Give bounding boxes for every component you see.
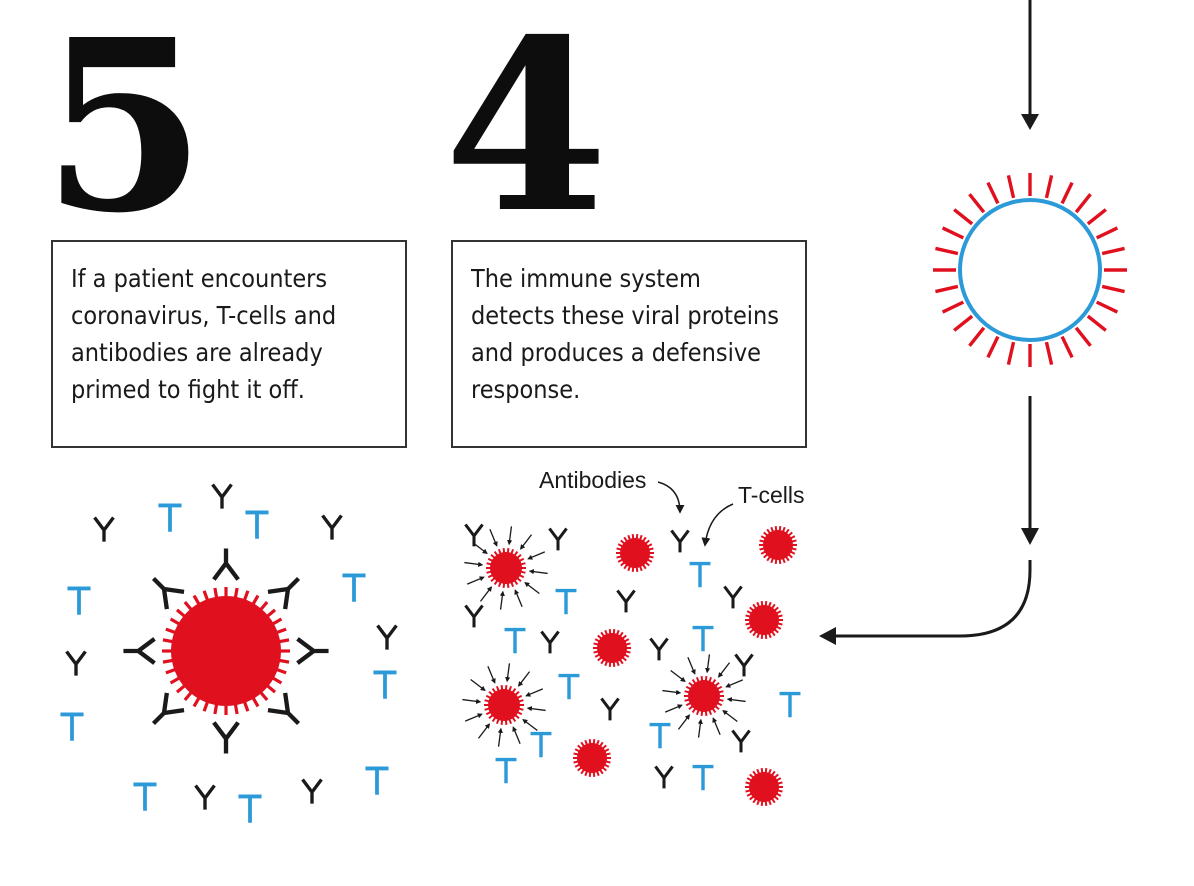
tcell-icon: [60, 714, 83, 740]
antibody-icon: [196, 786, 215, 810]
tcell-icon: [245, 512, 268, 538]
antibodies-pointer: [658, 482, 680, 512]
tcell-icon: [690, 564, 711, 588]
antibody-icon: [213, 485, 232, 509]
spike-protein: [954, 316, 972, 330]
antibody-icon: [650, 639, 667, 661]
virus-icon: [759, 526, 797, 564]
spike-protein: [1076, 328, 1090, 346]
antibodies-label: Antibodies: [539, 467, 646, 493]
antibody-icon: [214, 548, 238, 579]
virus-icon: [486, 548, 526, 588]
spike-protein: [1097, 228, 1118, 238]
virus-neutralized: [123, 548, 328, 753]
tcell-icon: [650, 725, 671, 749]
virus-icon: [484, 685, 524, 725]
spike-protein: [988, 183, 998, 204]
antibody-icon: [541, 632, 558, 654]
spike-protein: [943, 302, 964, 312]
spike-protein: [1097, 302, 1118, 312]
spike-protein: [1008, 175, 1013, 197]
antibody-icon: [214, 723, 238, 754]
tcell-icon: [559, 676, 580, 700]
tcells-pointer: [705, 504, 733, 545]
flow-arrow-curve: [832, 560, 1030, 636]
spike-protein: [970, 194, 984, 212]
tcell-icon: [693, 628, 714, 652]
antibody-icon: [145, 570, 184, 609]
antibody-icon: [671, 531, 688, 553]
spike-protein: [1062, 337, 1072, 358]
antibody-icon: [298, 639, 329, 663]
step-4-immune-response: [462, 525, 800, 806]
antibody-icon: [465, 525, 482, 547]
spike-protein: [1102, 286, 1124, 291]
tcell-icon: [373, 672, 396, 698]
antibody-icon: [655, 767, 672, 789]
spike-protein: [935, 286, 957, 291]
tcell-icon: [238, 796, 261, 822]
antibody-icon: [732, 731, 749, 753]
spike-protein: [1046, 342, 1051, 364]
antibody-icon: [268, 693, 307, 732]
antibody-icon: [323, 516, 342, 540]
antibody-icon: [95, 518, 114, 542]
spike-protein: [1062, 183, 1072, 204]
tcell-icon: [556, 591, 577, 615]
antibody-icon: [145, 693, 184, 732]
antibody-icon: [735, 655, 752, 677]
antibody-icon: [378, 626, 397, 650]
spike-protein: [1088, 210, 1106, 224]
spike-protein: [1102, 248, 1124, 253]
antibody-icon: [268, 570, 307, 609]
virus-body: [171, 596, 281, 706]
tcell-icon: [496, 760, 517, 784]
spike-protein: [954, 210, 972, 224]
antibody-icon: [67, 652, 86, 676]
flow-arrow-top-head: [1021, 114, 1039, 130]
virus-icon: [593, 629, 631, 667]
virus-icon: [616, 534, 654, 572]
spike-protein: [1008, 342, 1013, 364]
spike-protein: [1076, 194, 1090, 212]
virus-icon: [745, 768, 783, 806]
tcell-icon: [531, 734, 552, 758]
flow-arrow-mid-head: [1021, 528, 1039, 545]
spike-protein: [988, 337, 998, 358]
tcell-icon: [133, 784, 156, 810]
flow-arrow-curve-head: [819, 627, 836, 645]
spike-protein: [1088, 316, 1106, 330]
spike-protein: [935, 248, 957, 253]
spike-protein: [1046, 175, 1051, 197]
antibody-icon: [601, 699, 618, 721]
tcell-icon: [780, 694, 801, 718]
antibody-icon: [123, 639, 154, 663]
tcell-icon: [342, 575, 365, 601]
virus-icon: [684, 676, 724, 716]
spike-protein: [970, 328, 984, 346]
antibody-icon: [617, 591, 634, 613]
cell-membrane: [960, 200, 1100, 340]
antibody-icon: [465, 606, 482, 628]
virus-icon: [745, 601, 783, 639]
antibody-icon: [724, 587, 741, 609]
virus-icon: [573, 739, 611, 777]
cell-with-spikes: [933, 173, 1127, 367]
tcell-icon: [158, 505, 181, 531]
tcells-label: T-cells: [738, 482, 804, 508]
antibody-icon: [303, 780, 322, 804]
antibody-icon: [549, 529, 566, 551]
tcell-icon: [505, 630, 526, 654]
tcell-icon: [365, 768, 388, 794]
tcell-icon: [693, 767, 714, 791]
tcell-icon: [67, 588, 90, 614]
spike-protein: [943, 228, 964, 238]
